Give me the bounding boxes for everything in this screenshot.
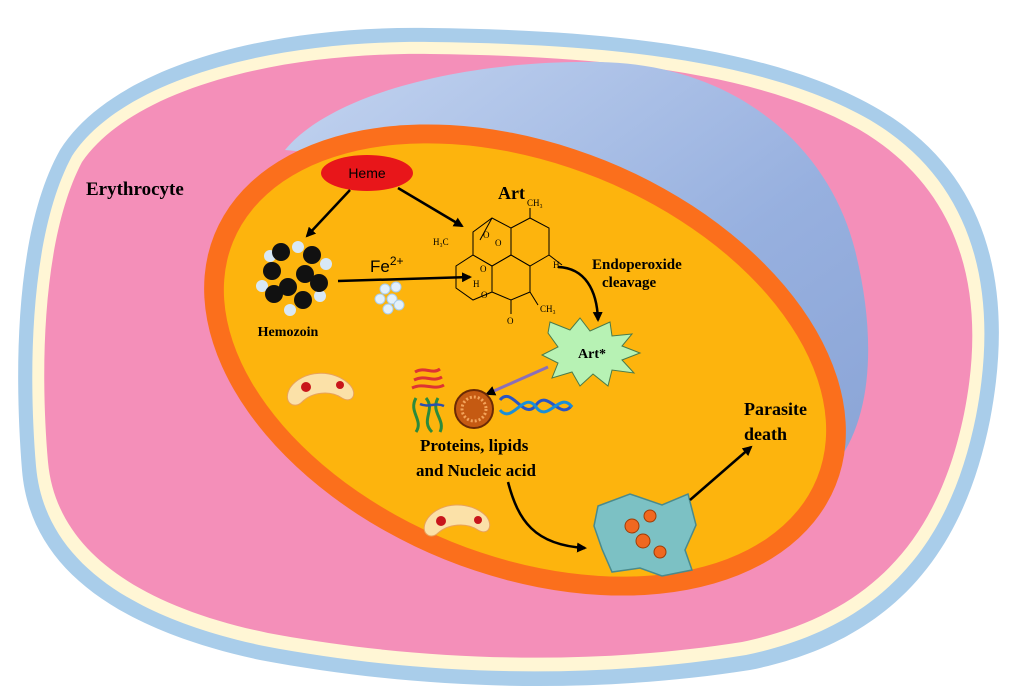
erythrocyte-label: Erythrocyte: [86, 179, 184, 200]
heme-to-hemozoin-arrow: [305, 189, 351, 238]
heme-to-art-arrow: [397, 186, 464, 228]
art-to-targets-arrow: [485, 365, 549, 396]
artemisinin-structure: [455, 208, 563, 314]
targets-to-damage-arrow: [506, 481, 587, 553]
heme-node: Heme: [321, 155, 413, 191]
dna-icon: [498, 395, 574, 416]
art-star-burst: [540, 317, 642, 387]
protein-icon: [411, 367, 445, 434]
struct-o5: O: [507, 316, 514, 326]
struct-h2: H: [553, 260, 560, 270]
struct-ch3-top: CH₃: [527, 198, 543, 208]
endoperoxide-label-line1: Endoperoxide: [592, 257, 682, 273]
death-label-line1: Parasite: [744, 399, 807, 419]
struct-o4: O: [481, 290, 488, 300]
art-star-label: Art*: [578, 347, 606, 362]
lipid-vesicle-icon: [454, 389, 494, 429]
hemozoin-cluster: [256, 241, 332, 316]
cleavage-arrow: [557, 265, 603, 322]
parasite: [204, 124, 846, 596]
struct-ch3-bottom: CH₃: [540, 304, 556, 314]
iron-ions: [374, 281, 405, 315]
death-label-line2: death: [744, 424, 787, 444]
targets-label-line2: and Nucleic acid: [416, 461, 536, 480]
fe-label: Fe2+: [370, 254, 404, 276]
targets-label-line1: Proteins, lipids: [420, 436, 529, 455]
damaged-organelles: [624, 509, 667, 559]
hemozoin-label: Hemozoin: [258, 325, 319, 340]
struct-h3c: H₃C: [433, 237, 449, 247]
struct-o2: O: [495, 238, 502, 248]
mitochondrion-icon: [286, 372, 355, 406]
struct-o3: O: [480, 264, 487, 274]
struct-o1: O: [483, 230, 490, 240]
endoperoxide-label-line2: cleavage: [602, 275, 656, 291]
heme-label: Heme: [348, 165, 386, 181]
parasite-body: [223, 143, 827, 577]
struct-h1: H: [473, 279, 480, 289]
damage-to-death-arrow: [689, 445, 753, 501]
fe-arrow: [337, 272, 472, 283]
mitochondrion-icon-2: [423, 504, 491, 537]
art-label: Art: [498, 183, 525, 203]
